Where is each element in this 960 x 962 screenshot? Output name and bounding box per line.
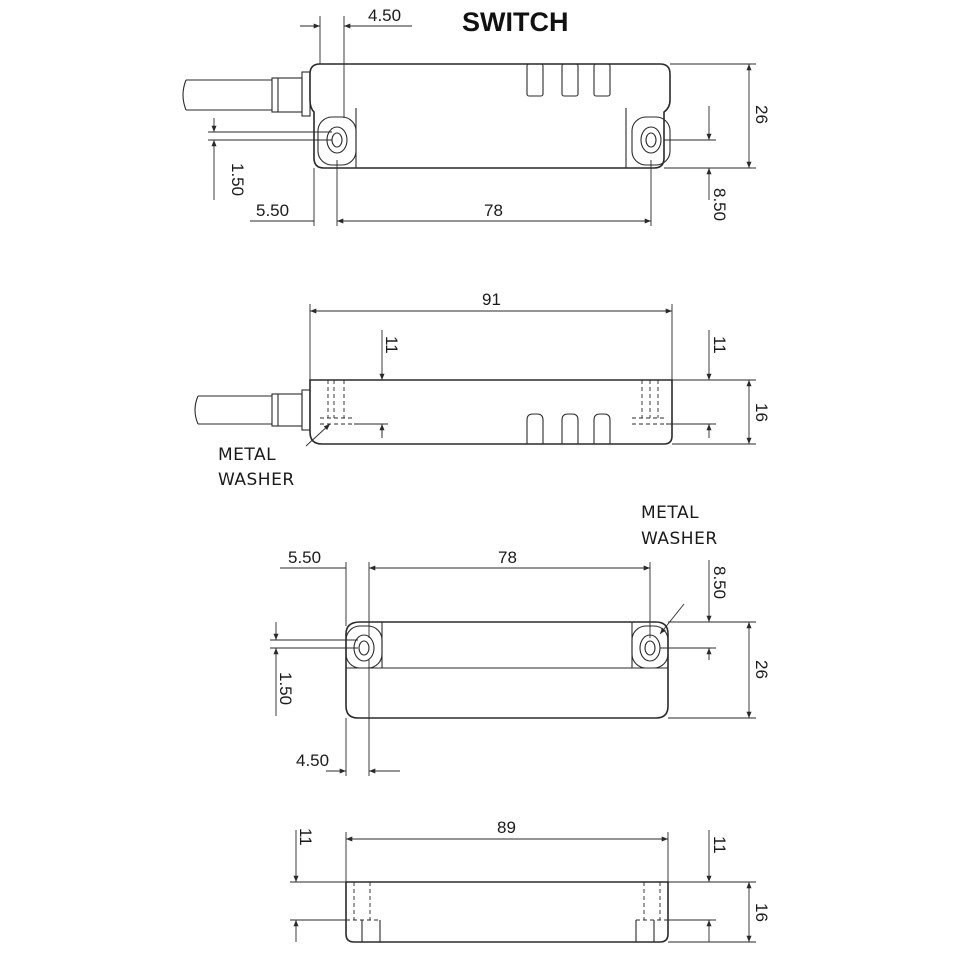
switch-side-washer-left (320, 380, 354, 425)
switch-top-dim-hole-spacing: 78 (484, 201, 503, 220)
magnet-side-dim-length: 89 (497, 818, 516, 837)
switch-side-body (309, 379, 673, 445)
switch-side-cable (194, 389, 311, 431)
switch-side-dim-length: 91 (482, 290, 501, 309)
switch-side-note-line1: METAL (218, 445, 276, 465)
switch-top-vent-slots (526, 63, 611, 97)
switch-top-cable (182, 71, 311, 117)
switch-top-dimensions: 4.50 1.50 5.50 78 26 8.50 (208, 6, 771, 226)
switch-side-note-line2: WASHER (218, 470, 295, 490)
magnet-side-dim-thickness: 16 (752, 903, 771, 922)
magnet-side-view: 89 11 11 16 (290, 818, 771, 943)
switch-top-dim-hole-right: 8.50 (710, 188, 729, 221)
magnet-side-dim-right-depth: 11 (710, 836, 729, 854)
switch-top-view: 4.50 1.50 5.50 78 26 8.50 (182, 6, 771, 226)
magnet-top-body (345, 621, 669, 719)
magnet-side-dimensions: 89 11 11 16 (290, 818, 771, 943)
magnet-top-dim-hole-offset: 4.50 (296, 751, 329, 770)
switch-top-dim-height: 26 (752, 105, 771, 124)
switch-side-dimensions: 91 11 11 16 (309, 290, 771, 445)
switch-top-dim-hole-vertical: 1.50 (228, 163, 247, 196)
magnet-side-washer-right (635, 882, 668, 942)
switch-side-washer-right (632, 380, 666, 425)
magnet-side-washer-left (346, 882, 381, 942)
magnet-top-dim-hole-spacing: 78 (498, 548, 517, 567)
magnet-top-dim-height: 26 (752, 660, 771, 679)
switch-side-view: 91 11 11 16 METAL WASHER (194, 290, 771, 490)
drawing-title: SWITCH (462, 7, 568, 37)
switch-top-body (309, 63, 671, 169)
magnet-top-note-line2: WASHER (641, 529, 718, 549)
magnet-top-dim-edge-left: 5.50 (288, 548, 321, 567)
switch-side-washer-leader (305, 423, 331, 447)
magnet-side-dim-left-depth: 11 (296, 828, 315, 846)
switch-side-dim-right-depth: 11 (710, 336, 729, 354)
switch-side-dim-left-depth: 11 (382, 336, 401, 354)
switch-side-dim-thickness: 16 (752, 403, 771, 422)
magnet-top-washer-leader (659, 603, 685, 635)
magnet-top-note-line1: METAL (641, 503, 699, 523)
magnet-side-body (345, 881, 669, 943)
switch-top-dim-edge-left: 5.50 (256, 201, 289, 220)
magnet-top-view: 5.50 78 26 8.50 1.50 4.50 METAL WASH (270, 503, 771, 776)
switch-side-vent-slots (526, 413, 611, 444)
magnet-top-dim-hole-right: 8.50 (710, 566, 729, 599)
magnet-top-dimensions: 5.50 78 26 8.50 1.50 4.50 (270, 548, 771, 776)
magnet-top-dim-hole-vertical: 1.50 (276, 672, 295, 705)
switch-top-dim-hole-offset: 4.50 (368, 6, 401, 25)
